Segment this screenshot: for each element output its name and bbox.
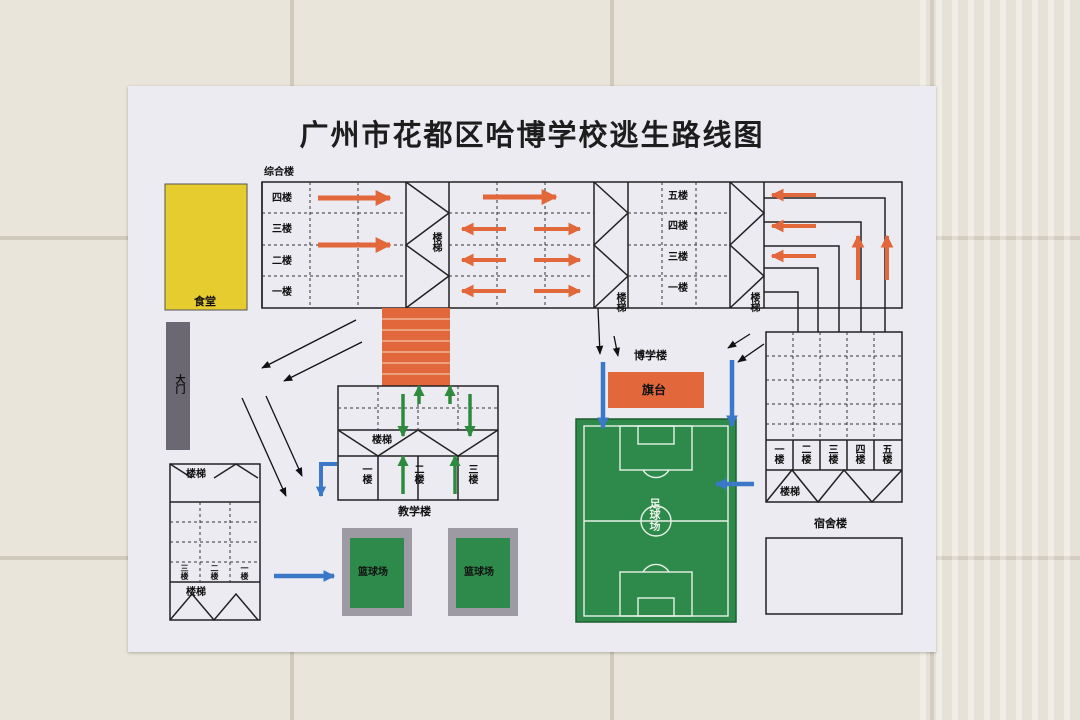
teaching-stairs-label: 楼梯	[372, 435, 392, 446]
wing-fifth-floor-label: 五楼	[668, 191, 688, 202]
complex-floor1-label: 一楼	[272, 287, 292, 298]
main-gate-label: 大门	[173, 374, 184, 394]
wall-tile-gloss	[920, 0, 1080, 720]
left-building-floor3-label: 三楼	[180, 564, 189, 580]
cafeteria-label: 食堂	[194, 295, 216, 308]
teaching-floor2-label: 二楼	[412, 464, 423, 484]
evacuation-map-drawing	[164, 181, 903, 623]
complex-floor4-label: 四楼	[272, 193, 292, 204]
left-building-grid	[170, 502, 260, 582]
dormitory-grid	[766, 332, 902, 440]
evac-arrows-green	[397, 384, 476, 494]
cafeteria-block	[164, 183, 248, 311]
dorm-floor3-label: 三楼	[826, 444, 837, 464]
left-building-floor2-label: 二楼	[210, 564, 219, 580]
orange-staircase	[382, 308, 450, 386]
evacuation-map-poster: 广州市花都区哈博学校逃生路线图 综合楼 四楼 三楼 二楼 一楼 楼梯 楼梯 楼梯…	[128, 86, 936, 652]
evac-arrows-blue	[274, 360, 754, 582]
evac-arrow-blue-teaching	[315, 462, 337, 498]
complex-building-corner-wing	[764, 197, 886, 332]
dormitory-building	[765, 331, 903, 615]
dorm-stairs-label: 楼梯	[780, 487, 800, 498]
complex-stairs-label-1: 楼梯	[430, 232, 441, 252]
dorm-floor1-label: 一楼	[772, 444, 783, 464]
evac-arrows-black	[241, 307, 765, 497]
main-gate-block	[166, 322, 190, 450]
teaching-floor3-label: 三楼	[466, 464, 477, 484]
complex-floor3-label: 三楼	[272, 224, 292, 235]
football-field	[575, 418, 737, 623]
basketball-court-2	[456, 538, 510, 608]
left-building-stairs-top-label: 楼梯	[186, 469, 206, 480]
basketball-court-1-label: 篮球场	[358, 567, 388, 578]
dorm-floor4-label: 四楼	[853, 444, 864, 464]
dormitory-label: 宿舍楼	[814, 517, 847, 530]
map-title: 广州市花都区哈博学校逃生路线图	[299, 118, 765, 152]
complex-floor2-label: 二楼	[272, 256, 292, 267]
left-building-stairs-bottom-label: 楼梯	[186, 587, 206, 598]
flag-platform-label: 旗台	[642, 383, 667, 397]
basketball-court-1	[350, 538, 404, 608]
dorm-floor2-label: 二楼	[799, 444, 810, 464]
bohao-building-label: 博学楼	[634, 349, 667, 362]
complex-stairs-label-2: 楼梯	[614, 292, 625, 312]
football-field-label: 足球场	[648, 498, 661, 531]
wing-fourth-floor-label: 四楼	[668, 221, 688, 232]
left-building-floor1-label: 一楼	[240, 564, 249, 580]
evac-arrows-orange	[318, 188, 894, 298]
teaching-building-label: 教学楼	[398, 505, 431, 518]
teaching-floor1-label: 一楼	[360, 464, 371, 484]
dorm-floor5-label: 五楼	[880, 444, 891, 464]
wing-first-floor-label: 一楼	[668, 283, 688, 294]
complex-building-label: 综合楼	[264, 167, 294, 178]
basketball-court-2-label: 篮球场	[464, 567, 494, 578]
complex-stairs-label-3: 楼梯	[748, 292, 759, 312]
flag-platform-block	[608, 372, 704, 408]
wing-third-floor-label: 三楼	[668, 252, 688, 263]
